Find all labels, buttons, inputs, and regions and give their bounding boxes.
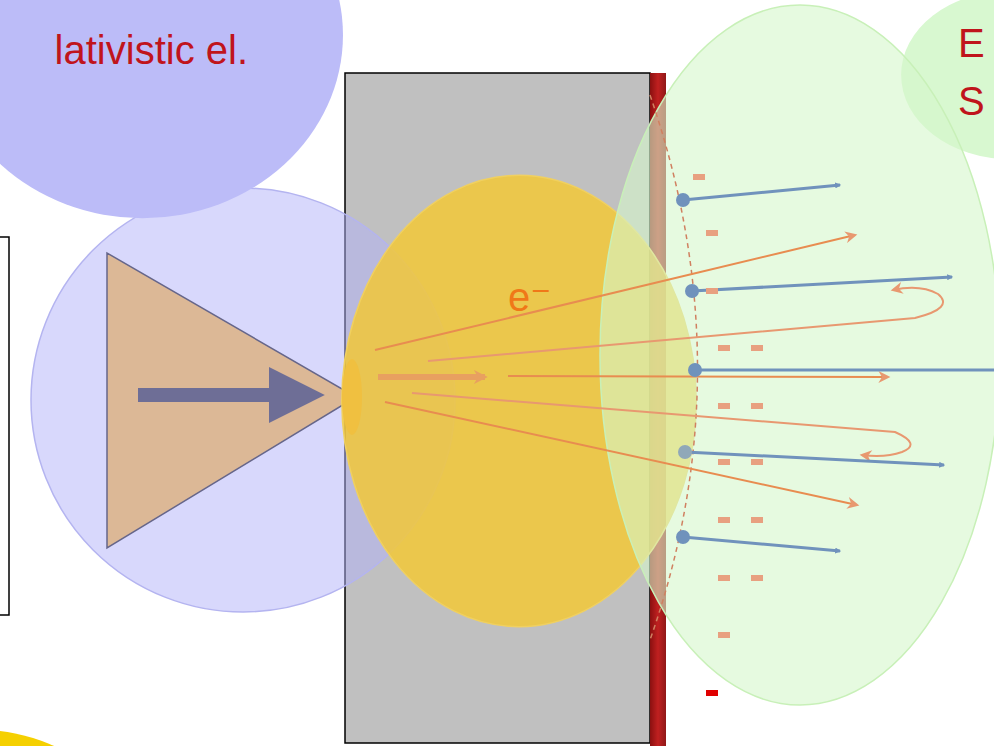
charge-mark [706,690,718,696]
charge-mark [706,288,718,294]
charge-mark [751,345,763,351]
ion-dot [685,284,699,298]
charge-mark [718,345,730,351]
particle-label: e⁻ [508,277,698,317]
charge-mark [751,403,763,409]
yellow-blob [0,730,160,746]
laser-cone [107,253,356,548]
charge-mark [718,632,730,638]
ion-arrow [683,185,840,200]
charge-mark [718,575,730,581]
label-bubble: lativistic el. [0,0,345,220]
laser-arrow [138,388,280,402]
charge-mark [693,174,705,180]
ion-dot [676,530,690,544]
label-bubble: E S [900,0,994,160]
ion-arrow [695,369,994,372]
ellipse-outline [340,173,698,629]
frame-outline [0,237,9,615]
charge-mark [751,459,763,465]
electron-cloud: e⁻ [340,173,698,629]
ion-paths [676,185,994,551]
charge-mark [718,517,730,523]
charge-mark [718,403,730,409]
ion-arrow [685,452,944,465]
ion-dot [676,193,690,207]
ion-arrow [692,277,952,291]
charge-mark [718,459,730,465]
bubble-label: E S [958,14,990,130]
ellipse-shape [901,0,994,159]
bubble-label: lativistic el. [0,30,248,70]
ion-arrow [683,537,840,551]
ellipse-shape [342,175,696,626]
charge-mark [706,230,718,236]
charge-mark [751,575,763,581]
charge-marks [693,174,763,696]
charge-mark [751,517,763,523]
